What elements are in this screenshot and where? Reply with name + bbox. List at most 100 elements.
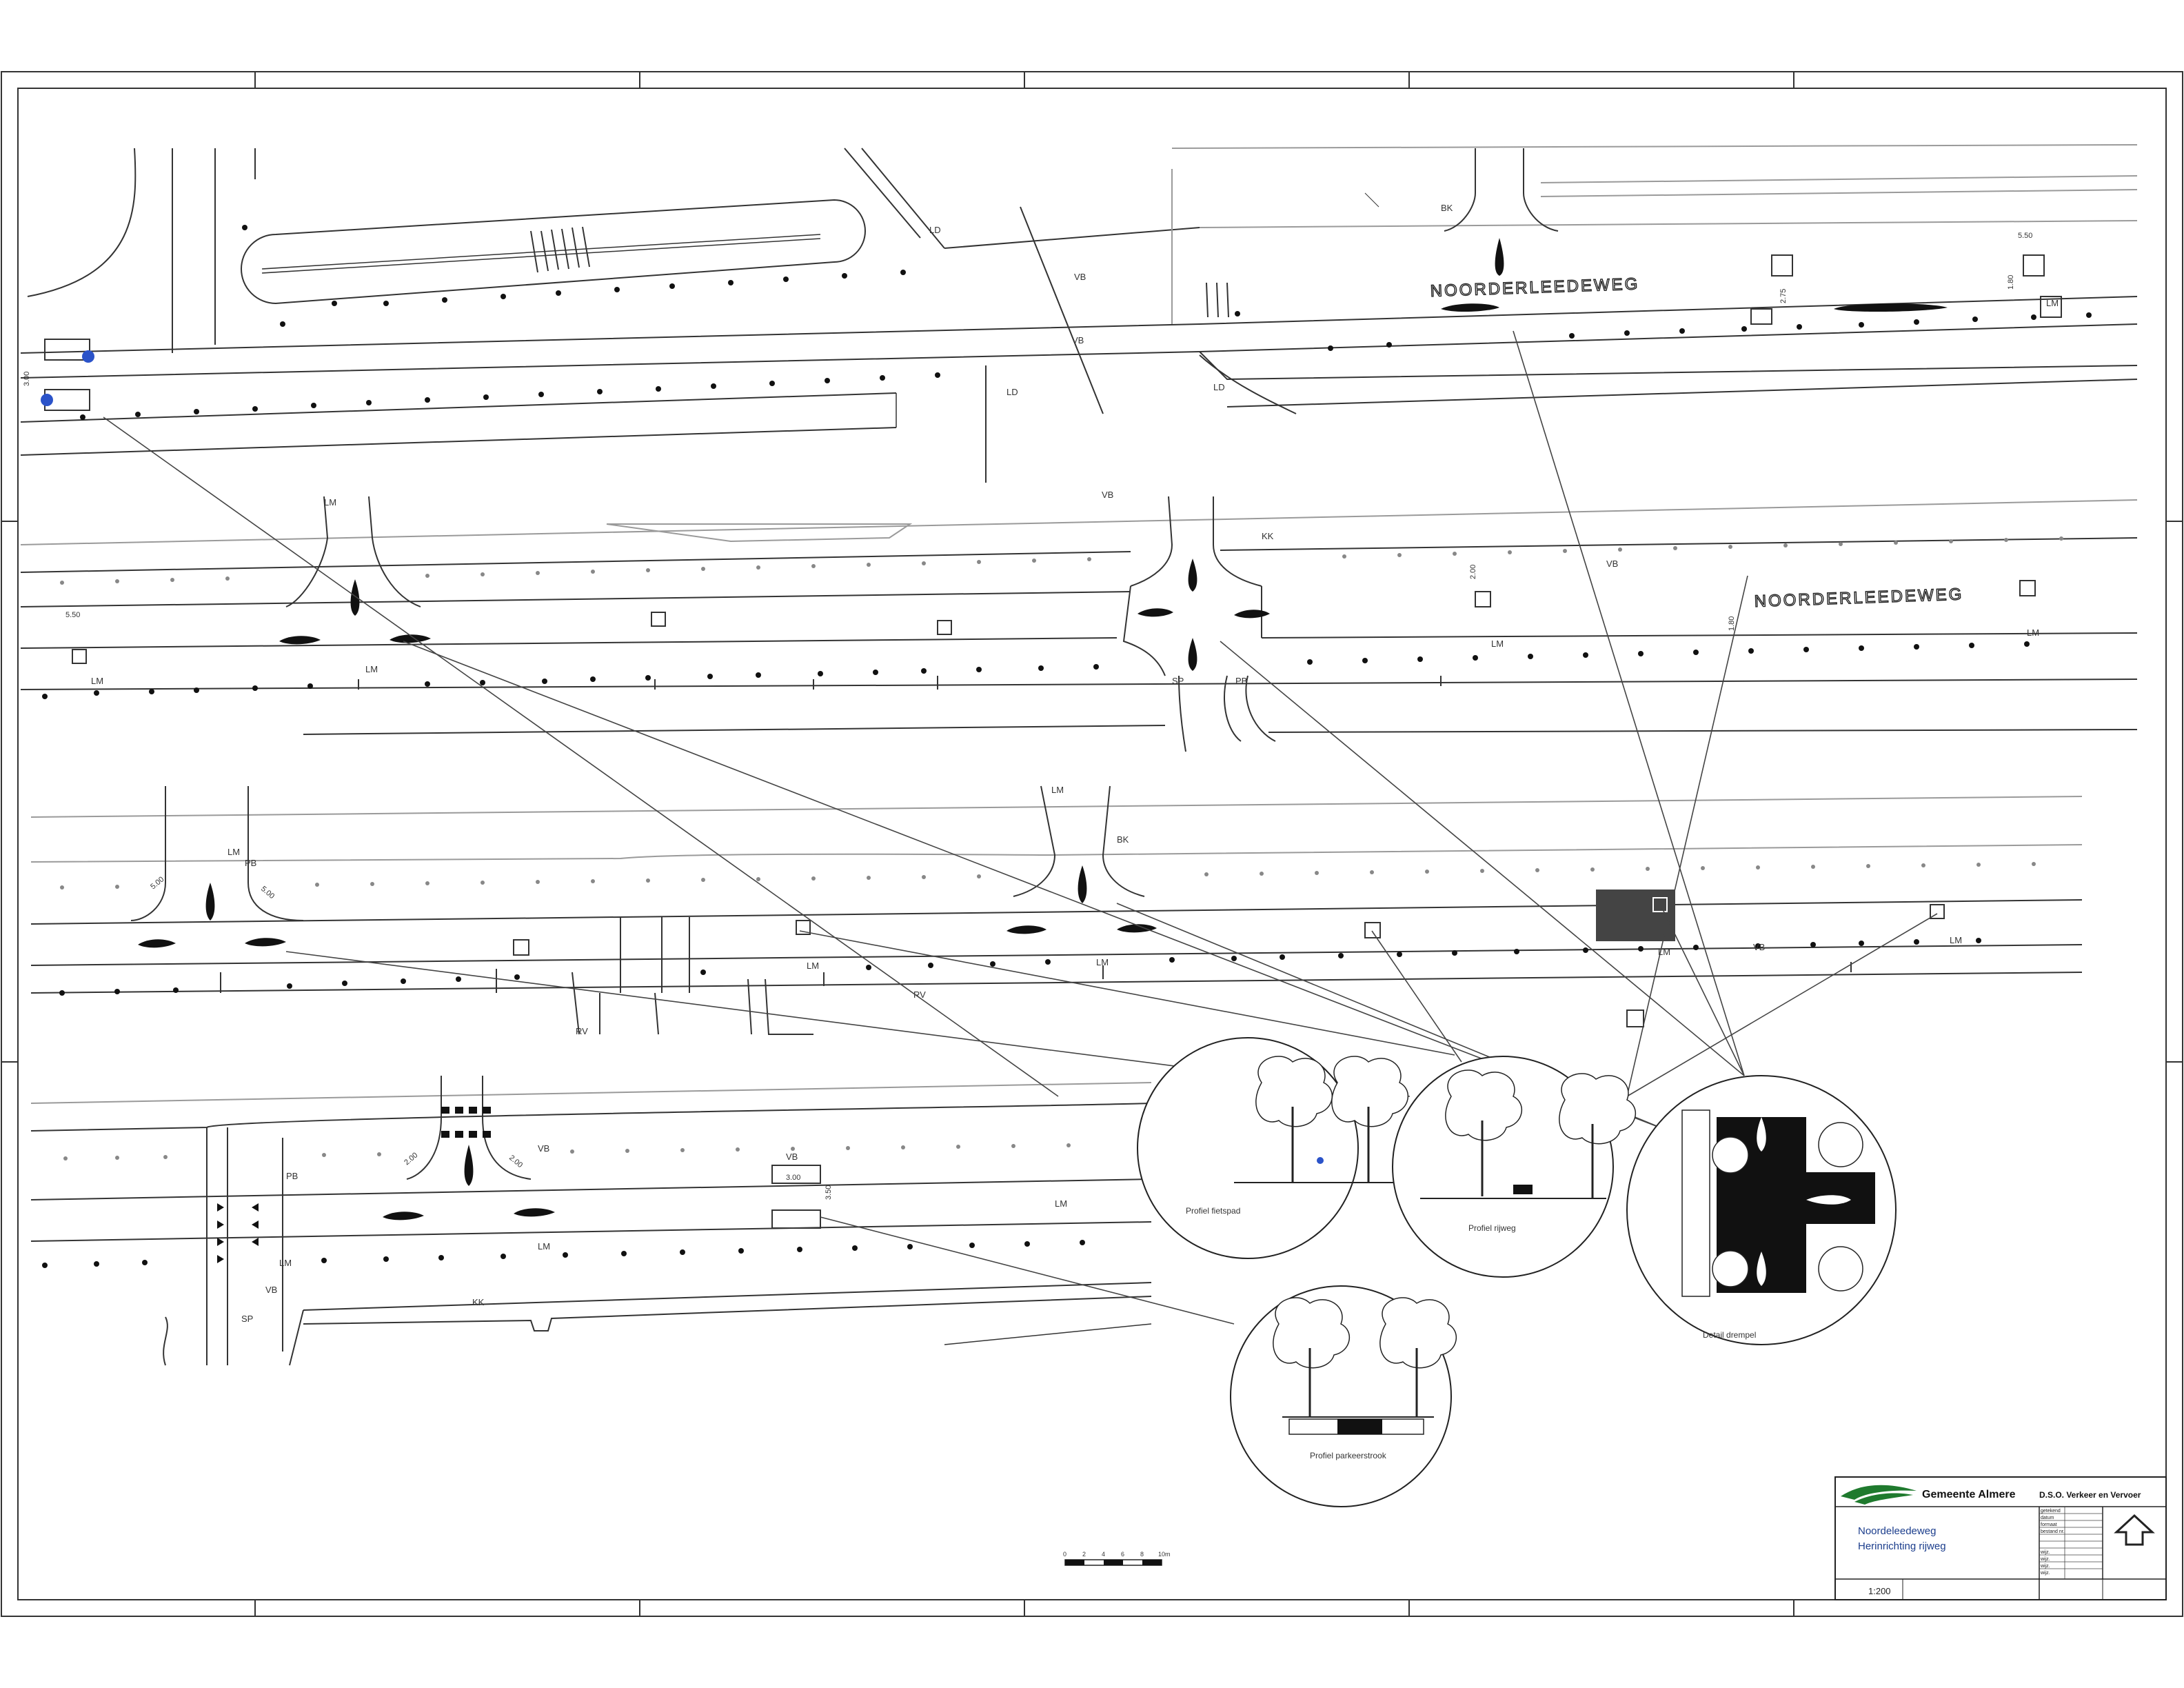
title-block: Gemeente Almere D.S.O. Verkeer en Vervoe… — [1834, 1476, 2167, 1600]
road-strip-second — [20, 496, 2138, 752]
marker-label: RV — [913, 989, 926, 1000]
dimension-label: 5.50 — [2018, 232, 2032, 240]
dimension-label: 2.00 — [507, 1154, 524, 1169]
marker-label: VB — [1072, 335, 1084, 345]
dimension-label: 1.80 — [1728, 616, 1736, 631]
marker-label: LM — [2046, 298, 2059, 308]
road-strip-top — [20, 144, 2138, 483]
tree-row-third — [59, 938, 1981, 996]
tree-icon — [1255, 1056, 1409, 1183]
parking-boxes-second — [72, 580, 2036, 664]
sheet-frame — [1, 71, 2183, 1617]
dimension-label: 5.00 — [149, 875, 165, 891]
logo-icon-accent — [1854, 1493, 1913, 1505]
marker-label: LD — [929, 225, 941, 235]
marker-label: VB — [265, 1285, 277, 1295]
organisation-name: Gemeente Almere — [1922, 1489, 2016, 1500]
marker-label: LM — [1950, 935, 1962, 945]
meta-label: formaat — [2041, 1523, 2057, 1527]
meta-label: datum — [2041, 1516, 2054, 1520]
marker-label: BK — [1441, 203, 1453, 213]
marker-label: VB — [786, 1152, 798, 1162]
dimension-label: 3.00 — [786, 1174, 800, 1182]
meta-label: bestand nr. — [2041, 1529, 2065, 1534]
detail-circle-cyclepath: Profiel fietspad — [1137, 1037, 1409, 1259]
logo-icon — [1841, 1485, 1917, 1500]
parking-boxes-bottom — [771, 1165, 821, 1229]
dimension-label: 3.50 — [825, 1185, 833, 1200]
markers-bottom: VB PB LM VB LM LM VB KK SP — [241, 1143, 1067, 1324]
marker-label: BK — [1117, 834, 1129, 845]
detail-name: Profiel parkeerstrook — [1310, 1451, 1387, 1460]
detail-name: Detail drempel — [1703, 1330, 1756, 1340]
detail-name: Profiel fietspad — [1186, 1206, 1240, 1216]
revision-label: wijz. — [2040, 1571, 2050, 1576]
markers-third: LM PB LM LM LM RV RV BK LM VB LM — [228, 785, 1962, 1036]
marker-label: VB — [538, 1143, 549, 1154]
islands-third — [138, 865, 1157, 948]
marker-label: LM — [279, 1258, 292, 1268]
street-name-top: NOORDERLEEDEWEG — [1430, 274, 1639, 301]
tree-row-bottom — [42, 1240, 1085, 1268]
marker-label: LM — [1051, 785, 1064, 795]
dimension-label: 3.00 — [23, 372, 31, 386]
marker-dots-blue — [41, 350, 94, 406]
marker-label: LM — [365, 664, 378, 674]
parking-boxes-third — [513, 897, 1945, 1027]
tree-row-third-grey — [60, 862, 2036, 890]
revision-label: wijz. — [2040, 1550, 2050, 1555]
dimension-label: 2.00 — [1469, 565, 1477, 579]
marker-label: LM — [228, 847, 240, 857]
marker-label: PB — [1235, 676, 1247, 686]
markers-second: LM LM VB LM KK VB LM LM PB SP — [91, 490, 2039, 686]
marker-label: LD — [1213, 382, 1225, 392]
marker-label: LD — [1007, 387, 1018, 397]
marker-label: VB — [1753, 942, 1765, 952]
dimension-label: 5.00 — [259, 885, 276, 901]
scale-tick: 6 — [1121, 1551, 1124, 1558]
marker-label: LM — [91, 676, 103, 686]
marker-label: VB — [1074, 272, 1086, 282]
dimension-label: 5.50 — [65, 611, 80, 619]
marker-label: SP — [241, 1314, 253, 1324]
dimension-label: 1.80 — [2007, 275, 2015, 290]
marker-label: VB — [1606, 559, 1618, 569]
dimensions-second: 5.50 2.00 1.80 — [65, 565, 1736, 631]
marker-label: PB — [286, 1171, 298, 1181]
markers-top: LD VB LD VB BK LM LD — [929, 203, 2059, 397]
road-strip-bottom — [30, 1076, 1152, 1366]
detail-name: Profiel rijweg — [1468, 1223, 1516, 1233]
scale-tick: 4 — [1102, 1551, 1105, 1558]
detail-circle-roadway: Profiel rijweg — [1392, 1056, 1637, 1278]
marker-label: LM — [1096, 957, 1109, 967]
scale-bar: 0 2 4 6 8 10m — [1063, 1551, 1171, 1566]
marker-label: LM — [538, 1241, 550, 1252]
islands-second — [279, 559, 1270, 671]
department-name: D.S.O. Verkeer en Vervoer — [2039, 1490, 2141, 1500]
scale-tick: 0 — [1063, 1551, 1066, 1558]
marker-label: LM — [324, 497, 336, 508]
marker-label: RV — [576, 1026, 588, 1036]
marker-label: PB — [245, 858, 256, 868]
marker-label: LM — [807, 961, 819, 971]
marker-label: KK — [1262, 531, 1274, 541]
marker-label: LM — [1055, 1198, 1067, 1209]
dimension-label: 2.00 — [403, 1151, 419, 1167]
marker-label: SP — [1172, 676, 1184, 686]
project-line-2: Herinrichting rijweg — [1858, 1540, 1946, 1552]
tree-icon — [1273, 1297, 1457, 1417]
tree-row-top — [80, 225, 2092, 420]
dimensions-top: 3.00 5.50 1.80 2.75 — [23, 232, 2032, 386]
marker-label: LM — [2027, 627, 2039, 638]
detail-circle-plan: Detail drempel — [1626, 1075, 1897, 1345]
scale-tick: 10m — [1158, 1551, 1171, 1558]
detail-circle-parking: Profiel parkeerstrook — [1230, 1285, 1457, 1507]
marker-label: LM — [1491, 639, 1504, 649]
zebra-hatch-top — [530, 226, 1229, 318]
road-strip-third — [30, 785, 2083, 1035]
speed-bump-marks — [217, 1107, 491, 1263]
drawing-scale: 1:200 — [1868, 1586, 1891, 1596]
revision-label: wijz. — [2040, 1564, 2050, 1569]
tree-row-second-grey — [60, 536, 2063, 585]
